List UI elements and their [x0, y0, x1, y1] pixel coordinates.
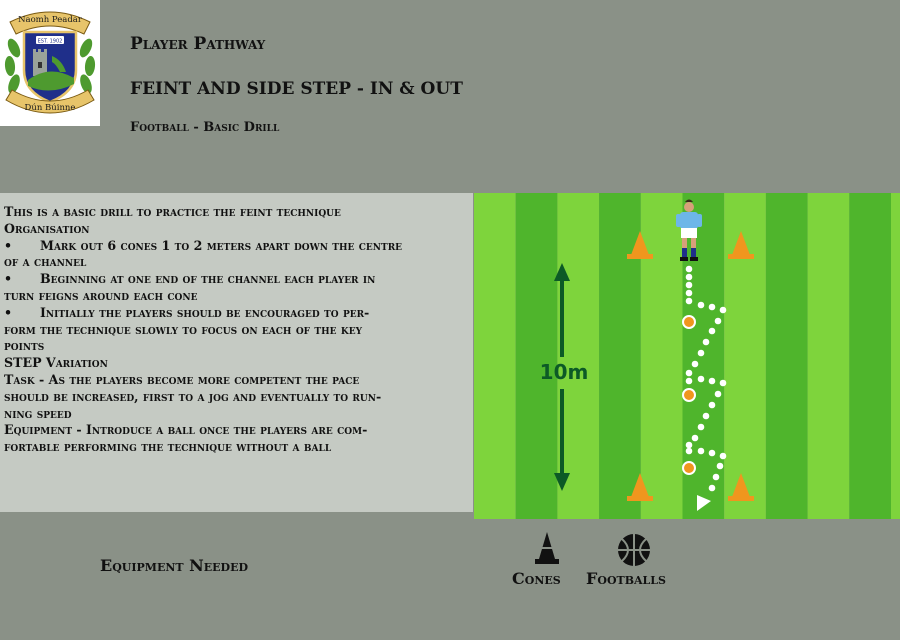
cone-marker	[728, 473, 754, 501]
path-dot	[685, 441, 693, 449]
path-dot	[685, 297, 693, 305]
description-line: points	[4, 338, 473, 355]
description-line: ning speed	[4, 406, 473, 423]
description-text: This is a basic drill to practice the fe…	[4, 204, 341, 219]
path-dot	[714, 390, 722, 398]
cone-icon	[535, 532, 559, 564]
path-dot	[685, 447, 693, 455]
logo-top-text: Naomh Peadar	[18, 15, 83, 25]
description-text: Beginning at one end of the channel each…	[40, 271, 376, 287]
path-dot	[697, 447, 705, 455]
path-dot	[702, 412, 710, 420]
path-dot	[685, 289, 693, 297]
player-figure	[676, 199, 702, 261]
bullet-icon: •	[4, 271, 13, 287]
path-dot	[685, 281, 693, 289]
logo-est-text: EST. 1902	[38, 39, 63, 45]
path-dot	[697, 423, 705, 431]
description-text: STEP Variation	[4, 355, 108, 371]
description-text: Mark out 6 cones 1 to 2 meters apart dow…	[40, 237, 403, 253]
description-line: turn feigns around each cone	[4, 288, 473, 305]
description-line: • Initially the players should be encoura…	[4, 305, 473, 322]
path-dot	[685, 377, 693, 385]
path-dot	[708, 449, 716, 457]
football-icon	[618, 534, 650, 566]
description-text: Task - As the players become more compet…	[4, 371, 360, 387]
footballs-label: Footballs	[586, 569, 666, 588]
section-label: Player Pathway	[130, 34, 266, 54]
drill-description-panel: This is a basic drill to practice the fe…	[0, 193, 473, 512]
player-running-path	[685, 265, 727, 492]
equipment-heading: Equipment Needed	[100, 556, 249, 575]
description-line: • Beginning at one end of the channel eac…	[4, 271, 473, 288]
path-dot	[685, 265, 693, 273]
logo-bottom-text: Dún Búinne	[25, 102, 76, 113]
path-dot	[719, 379, 727, 387]
drill-title: FEINT AND SIDE STEP - IN & OUT	[130, 79, 463, 99]
bullet-icon: •	[4, 304, 13, 320]
description-line: of a channel	[4, 254, 473, 271]
drill-field-diagram: 10m	[474, 193, 900, 519]
path-dot	[708, 484, 716, 492]
path-dot	[691, 360, 699, 368]
path-dot	[702, 338, 710, 346]
path-dot	[719, 306, 727, 314]
path-dot	[708, 327, 716, 335]
ball-marker	[682, 388, 696, 402]
path-dot	[708, 303, 716, 311]
path-dot	[697, 349, 705, 357]
ball-marker	[682, 315, 696, 329]
description-text: Organisation	[4, 220, 90, 236]
path-dot	[716, 462, 724, 470]
path-dot	[712, 473, 720, 481]
path-dot	[697, 375, 705, 383]
description-text: form the technique slowly to focus on ea…	[4, 321, 362, 337]
description-text: fortable performing the technique withou…	[4, 439, 332, 455]
description-line: This is a basic drill to practice the fe…	[4, 204, 473, 221]
path-dot	[685, 369, 693, 377]
cones-label: Cones	[512, 569, 561, 588]
description-line: STEP Variation	[4, 355, 473, 372]
path-dot	[708, 401, 716, 409]
distance-arrow	[554, 263, 570, 491]
description-text: points	[4, 338, 45, 354]
club-crest-logo: Naomh Peadar EST. 1902 Dún Búinne	[0, 0, 100, 126]
path-dot	[691, 434, 699, 442]
path-dot	[685, 273, 693, 281]
description-text: turn feigns around each cone	[4, 287, 198, 303]
description-line: Organisation	[4, 221, 473, 238]
path-end-arrow	[697, 495, 711, 511]
description-line: fortable performing the technique withou…	[4, 439, 473, 456]
description-text: Initially the players should be encourag…	[40, 304, 370, 320]
cone-marker	[627, 473, 653, 501]
cone-marker	[728, 231, 754, 259]
description-line: • Mark out 6 cones 1 to 2 meters apart do…	[4, 238, 473, 255]
bullet-icon: •	[4, 237, 13, 253]
ball-marker	[682, 461, 696, 475]
cone-marker	[627, 231, 653, 259]
distance-label: 10m	[540, 360, 589, 384]
description-text: Equipment - Introduce a ball once the pl…	[4, 422, 368, 438]
drill-type: Football - Basic Drill	[130, 120, 280, 135]
description-line: Equipment - Introduce a ball once the pl…	[4, 422, 473, 439]
description-text: ning speed	[4, 405, 72, 421]
description-text: should be increased, first to a jog and …	[4, 388, 382, 404]
description-line: should be increased, first to a jog and …	[4, 389, 473, 406]
path-dot	[708, 377, 716, 385]
path-dot	[719, 452, 727, 460]
description-line: form the technique slowly to focus on ea…	[4, 322, 473, 339]
description-text: of a channel	[4, 254, 87, 270]
description-line: Task - As the players become more compet…	[4, 372, 473, 389]
path-dot	[697, 301, 705, 309]
path-dot	[714, 317, 722, 325]
